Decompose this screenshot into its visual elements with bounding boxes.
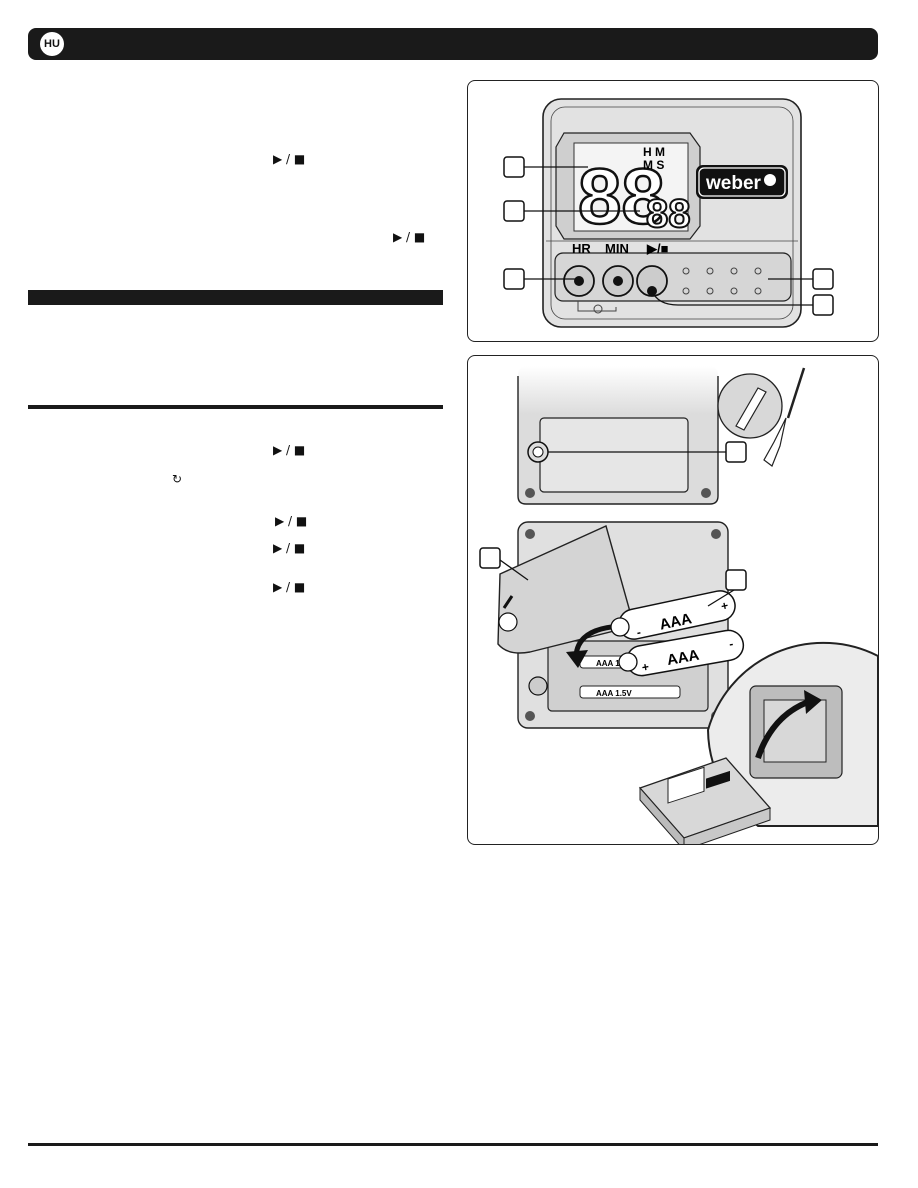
- lcd-unit-bottom: M S: [643, 158, 664, 172]
- battery-1-label: AAA: [658, 610, 693, 633]
- svg-text:+: +: [641, 660, 650, 675]
- callout-4: [812, 268, 834, 290]
- lcd-seconds-digits: 88: [646, 192, 691, 236]
- svg-text:-: -: [635, 625, 642, 640]
- play-stop-icon: ▶ / ■: [273, 443, 306, 457]
- timer-illustration: 88 88 H M M S weber HR MIN ▶/■: [503, 98, 834, 328]
- svg-text:+: +: [720, 598, 730, 613]
- play-stop-icon: ▶ / ■: [273, 580, 306, 594]
- svg-text:-: -: [728, 637, 734, 651]
- play-stop-icon: ▶ / ■: [275, 514, 308, 528]
- section-heading-bar: [28, 290, 443, 305]
- reset-icon: ↻: [172, 472, 183, 486]
- play-stop-icon: ▶ / ■: [273, 152, 306, 166]
- header-bar: HU: [28, 28, 878, 60]
- play-stop-label: ▶/■: [646, 241, 669, 256]
- callout-2: [503, 200, 525, 222]
- callout-3: [503, 268, 525, 290]
- callout-5: [812, 294, 834, 316]
- callout-6: [725, 441, 747, 463]
- hr-label: HR: [572, 241, 591, 256]
- section-divider: [28, 405, 443, 409]
- lcd-main-digits: 88: [578, 152, 665, 240]
- battery-2: AAA + -: [618, 629, 745, 677]
- callout-8: [725, 569, 747, 591]
- play-stop-icon: ▶ / ■: [393, 230, 426, 244]
- battery-install-figure: AAA 1.5V AAA 1.5V AAA - + AAA + -: [467, 355, 879, 852]
- compartment-label-2: AAA 1.5V: [596, 689, 632, 698]
- language-badge: HU: [40, 32, 64, 56]
- timer-front-figure: 88 88 H M M S weber HR MIN ▶/■: [467, 80, 879, 342]
- play-stop-icon: ▶ / ■: [273, 541, 306, 555]
- battery-illustration: AAA 1.5V AAA 1.5V AAA - + AAA + -: [479, 366, 879, 852]
- brand-logo: weber: [705, 173, 762, 194]
- compartment-label-1: AAA 1.5V: [596, 659, 632, 668]
- callout-7: [479, 547, 501, 569]
- lcd-unit-top: H M: [643, 145, 665, 159]
- callout-1: [503, 156, 525, 178]
- min-label: MIN: [605, 241, 629, 256]
- footer-rule: [28, 1143, 878, 1146]
- battery-2-label: AAA: [666, 647, 701, 669]
- battery-1: AAA - +: [610, 590, 736, 640]
